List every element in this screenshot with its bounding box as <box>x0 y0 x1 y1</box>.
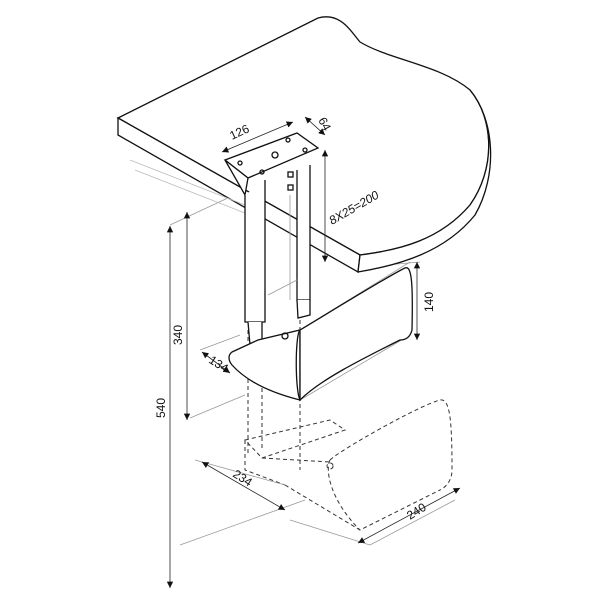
dim-label-64: 64 <box>315 115 334 134</box>
dim-label-140: 140 <box>422 292 436 312</box>
dim-label-240: 240 <box>404 500 429 523</box>
dimension-lines <box>166 116 461 588</box>
dim-label-234: 234 <box>230 467 255 490</box>
dim-label-134: 134 <box>206 353 231 376</box>
cpu-tray <box>228 267 413 402</box>
dim-label-540: 540 <box>154 398 168 418</box>
dim-label-340: 340 <box>171 325 185 345</box>
